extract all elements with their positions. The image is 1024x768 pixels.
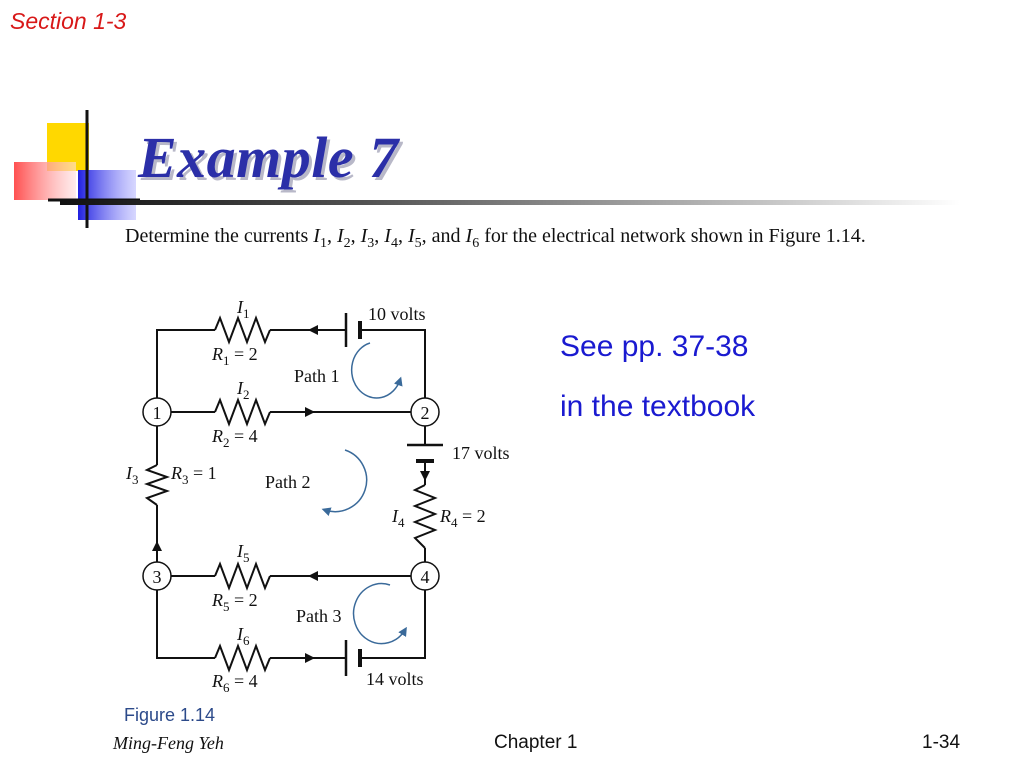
r4-label: R4 = 2 [439, 506, 486, 530]
node-3-label: 3 [153, 567, 162, 587]
section-label: Section 1-3 [10, 8, 127, 34]
current-label-2: I2 [336, 225, 351, 251]
current-label-5: I5 [407, 225, 422, 251]
battery-17v-label: 17 volts [452, 443, 510, 463]
resistor-r2-zigzag [214, 397, 271, 427]
arrow-i3 [152, 541, 162, 551]
note-pages: See pp. 37-38 [560, 330, 749, 363]
resistor-r3-zigzag [143, 464, 171, 506]
path-2-label: Path 2 [265, 472, 311, 492]
resistor-r1-zigzag [214, 315, 271, 345]
current-arrows [152, 325, 430, 663]
node-4-label: 4 [421, 567, 430, 587]
figure-caption: Figure 1.14 [124, 705, 216, 725]
nodes: 1 2 3 4 [142, 397, 440, 591]
node-2-label: 2 [421, 403, 430, 423]
problem-text-before: Determine the currents [125, 225, 314, 247]
r5-label: R5 = 2 [211, 590, 258, 614]
resistor-r4-zigzag [412, 484, 438, 549]
arrow-i6 [305, 653, 315, 663]
footer-chapter: Chapter 1 [494, 732, 578, 753]
node-1-label: 1 [153, 403, 162, 423]
resistor-r6-zigzag [214, 643, 271, 673]
current-label-1: I1 [313, 225, 327, 251]
footer-page-number: 1-34 [922, 732, 961, 753]
i6-label: I6 [236, 624, 250, 648]
and-word: and [431, 225, 461, 247]
i3-label: I3 [125, 463, 139, 487]
battery-symbols [344, 313, 443, 676]
i1-label: I1 [236, 297, 250, 321]
footer-author: Ming-Feng Yeh [113, 733, 224, 753]
slide-title: Example 7 [138, 125, 399, 190]
arrow-i5 [308, 571, 318, 581]
loop-path-arrows [321, 342, 407, 645]
battery-14v-label: 14 volts [366, 669, 424, 689]
path-1-label: Path 1 [294, 366, 340, 386]
r6-label: R6 = 4 [211, 671, 258, 695]
circuit-diagram: 1 2 3 4 I1 R1 = 2 I2 R2 = 4 I3 R3 = 1 I4… [125, 297, 510, 695]
current-label-6: I6 [465, 225, 480, 251]
i5-label: I5 [236, 541, 250, 565]
resistor-r5-zigzag [214, 561, 271, 591]
i4-label: I4 [391, 506, 405, 530]
title-underline [60, 200, 960, 205]
path-3-label: Path 3 [296, 606, 342, 626]
r2-label: R2 = 4 [211, 426, 258, 450]
path3-arrow [352, 582, 407, 645]
path1-arrow [350, 342, 403, 399]
note-textbook: in the textbook [560, 390, 756, 423]
current-label-3: I3 [360, 225, 375, 251]
i2-label: I2 [236, 378, 250, 402]
arrow-i1 [308, 325, 318, 335]
r3-label: R3 = 1 [170, 463, 217, 487]
battery-10v-label: 10 volts [368, 304, 426, 324]
problem-text-after: for the electrical network shown in Figu… [479, 225, 866, 247]
arrow-i2 [305, 407, 315, 417]
path2-arrow [321, 449, 368, 516]
problem-statement: Determine the currents I1, I2, I3, I4, I… [125, 225, 866, 251]
resistor-zigzags [143, 315, 438, 673]
current-label-4: I4 [384, 225, 398, 251]
r1-label: R1 = 2 [211, 344, 258, 368]
arrow-i4 [420, 471, 430, 481]
